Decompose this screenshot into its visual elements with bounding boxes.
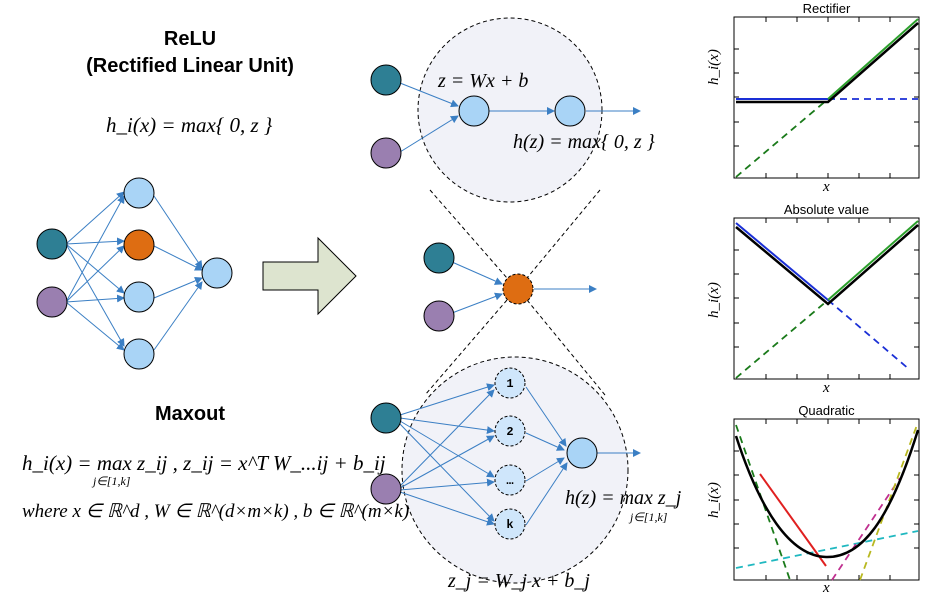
- maxout-input-purple: [370, 473, 402, 505]
- relu-network: [65, 191, 203, 351]
- input-node-purple: [36, 286, 68, 318]
- hidden-node: [123, 177, 155, 209]
- relu-network-nodes: [36, 177, 233, 370]
- input-node-teal: [36, 228, 68, 260]
- plot-ylabel: h_i(x): [706, 49, 722, 85]
- plot-ylabel: h_i(x): [706, 482, 722, 518]
- maxout-unit-k: [494, 508, 526, 540]
- unit-label-k: k: [506, 518, 513, 532]
- unit-label-2: 2: [506, 425, 513, 439]
- linear-node: [458, 95, 490, 127]
- relu-formula: h_i(x) = max{ 0, z }: [106, 113, 273, 137]
- middle-hidden-orange: [502, 273, 534, 305]
- maxout-title: Maxout: [155, 403, 225, 425]
- transform-arrow: [262, 236, 357, 316]
- maxout-unit-dots: [494, 464, 526, 496]
- maxout-formula: h_i(x) = max z_ij , z_ij = x^T W_...ij +…: [22, 451, 386, 475]
- zoom-guides: [424, 189, 606, 396]
- maxout-unit-1: [494, 367, 526, 399]
- zoom-maxout-linear-label: z_j = W_j x + b_j: [448, 570, 590, 592]
- plot-title-quadratic: Quadratic: [798, 403, 855, 418]
- zoom-input-purple: [370, 137, 402, 169]
- maxout-output-node: [566, 437, 598, 469]
- middle-edges: [451, 261, 597, 314]
- relu-title: ReLU (Rectified Linear Unit): [70, 28, 310, 78]
- plot-quadratic: [733, 418, 920, 581]
- zoom-linear-label: z = Wx + b: [438, 70, 529, 92]
- unit-label-1: 1: [506, 377, 513, 391]
- hidden-node: [123, 281, 155, 313]
- plot-title-rectifier: Rectifier: [802, 1, 851, 16]
- relu-zoom-circle: [417, 17, 603, 203]
- maxout-input-teal: [370, 402, 402, 434]
- unit-label-dots: …: [506, 474, 513, 488]
- plot-xlabel: x: [823, 380, 830, 396]
- maxout-where-clause: where x ∈ ℝ^d , W ∈ ℝ^(d×m×k) , b ∈ ℝ^(m…: [22, 501, 410, 522]
- zoom-maxout-label: h(z) = max z_j: [565, 487, 682, 509]
- hidden-node-highlighted: [123, 229, 155, 261]
- relu-title-line1: ReLU: [163, 28, 217, 50]
- zoom-input-teal: [370, 64, 402, 96]
- hidden-node: [123, 338, 155, 370]
- plot-absolute-value: [733, 217, 920, 380]
- middle-input-purple: [423, 300, 455, 332]
- plot-xlabel: x: [823, 580, 830, 596]
- relu-zoom-edges: [399, 82, 641, 153]
- plot-ticks: [734, 17, 919, 178]
- maxout-unit-2: [494, 415, 526, 447]
- maxout-zoom-edges: [399, 383, 641, 526]
- middle-input-teal: [423, 242, 455, 274]
- relu-title-line2: (Rectified Linear Unit): [86, 55, 294, 77]
- output-node: [201, 257, 233, 289]
- zoom-maxout-subscript: j∈[1,k]: [630, 510, 668, 524]
- plot-rectifier: [733, 16, 920, 179]
- relu-node: [554, 95, 586, 127]
- zoom-relu-label: h(z) = max{ 0, z }: [513, 131, 655, 153]
- plot-title-absolute: Absolute value: [783, 202, 870, 217]
- maxout-formula-subscript: j∈[1,k]: [93, 474, 131, 488]
- plot-xlabel: x: [823, 179, 830, 195]
- plot-ylabel: h_i(x): [706, 282, 722, 318]
